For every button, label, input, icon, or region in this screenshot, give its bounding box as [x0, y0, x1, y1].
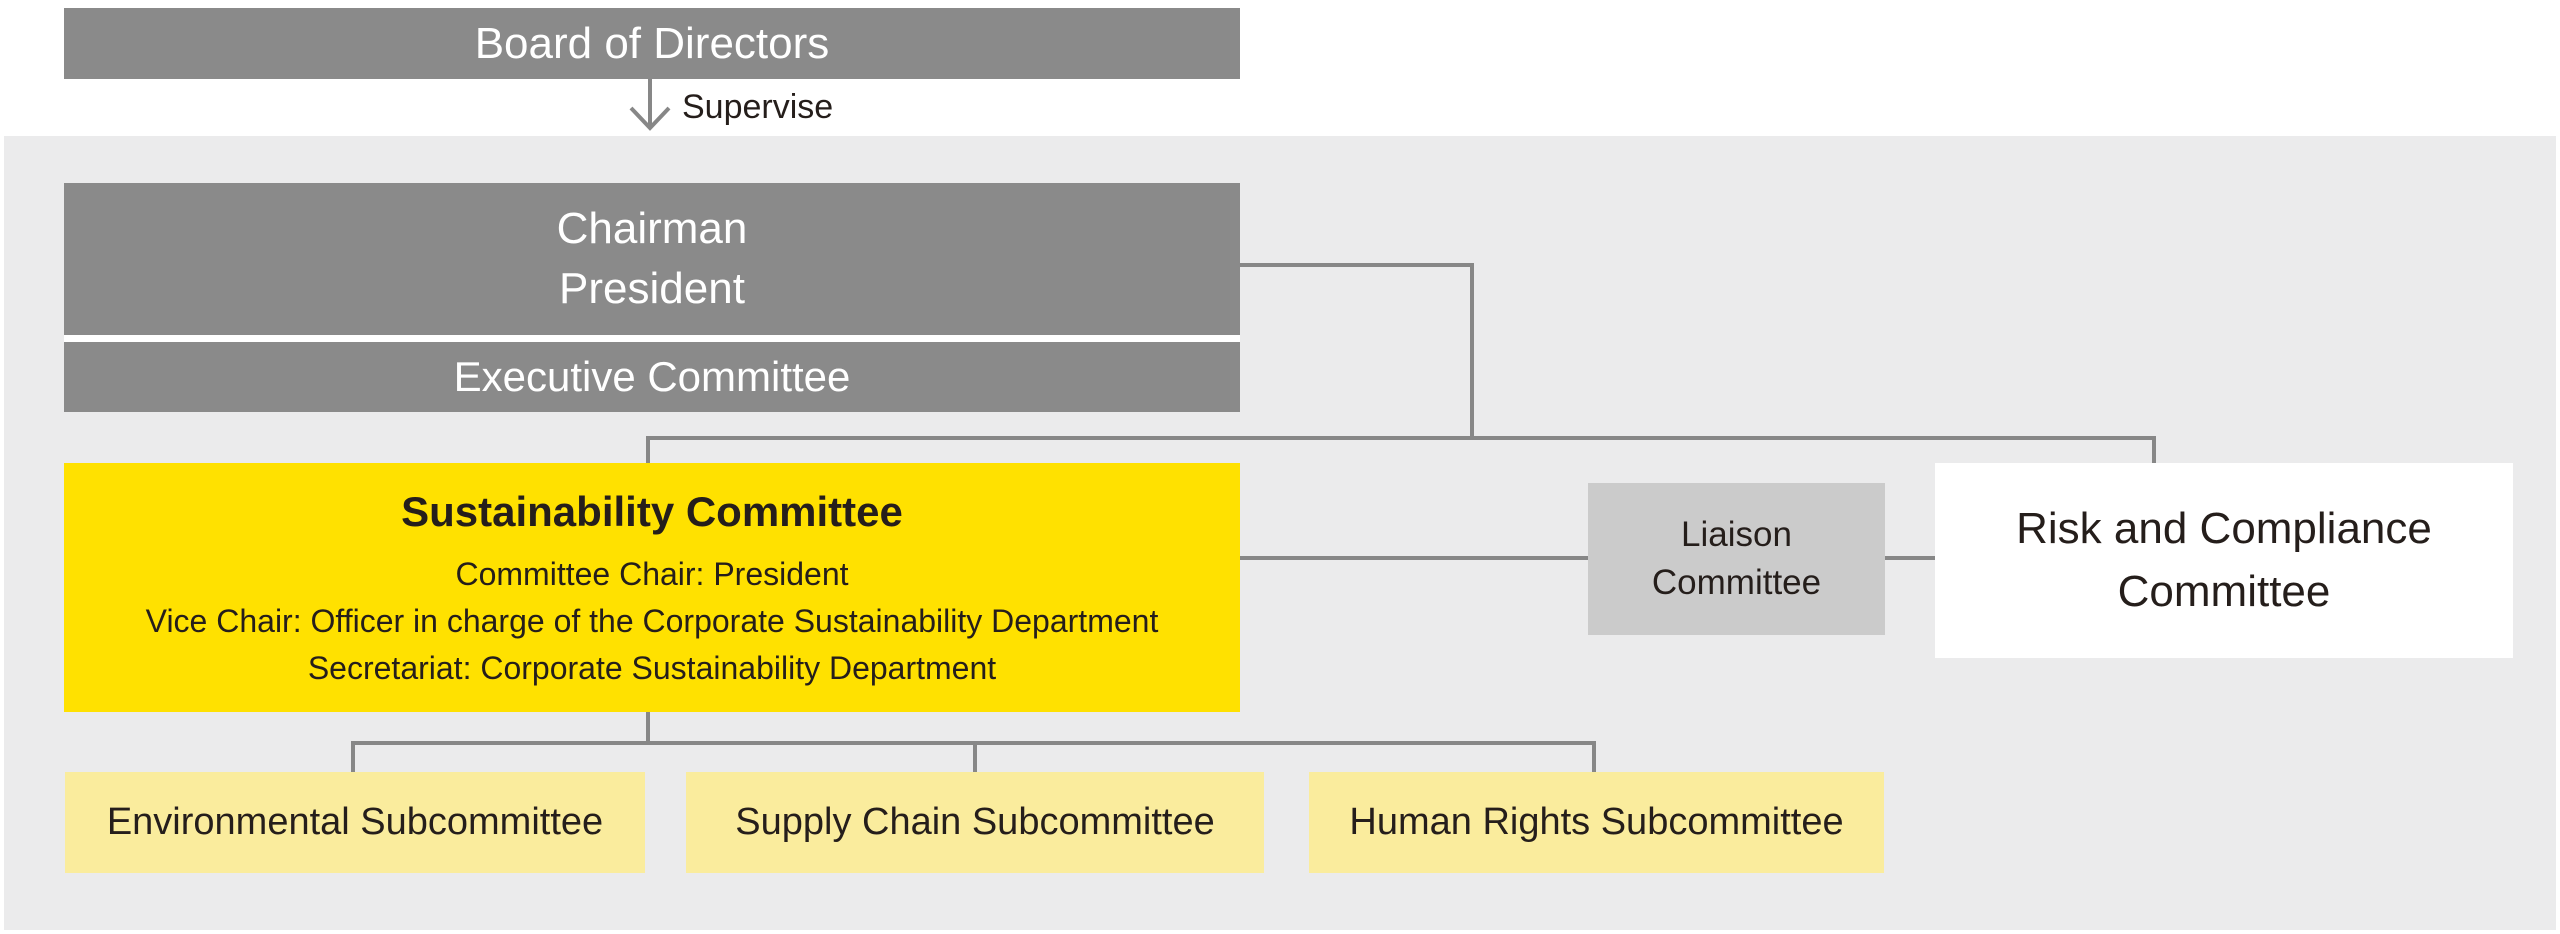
- supply-chain-label: Supply Chain Subcommittee: [735, 801, 1215, 843]
- node-sustainability-committee: Sustainability Committee Committee Chair…: [64, 463, 1240, 712]
- liaison-committee-line: Committee: [1651, 563, 1822, 602]
- node-supply-chain-subcommittee: Supply Chain Subcommittee: [686, 772, 1264, 873]
- node-liaison-committee: Liaison Committee: [1588, 483, 1885, 635]
- sustainability-title: Sustainability Committee: [401, 488, 903, 535]
- sustainability-secretariat-line: Secretariat: Corporate Sustainability De…: [307, 650, 997, 686]
- executive-label: Executive Committee: [453, 353, 851, 400]
- chairman-executive-divider: [64, 335, 1240, 342]
- risk-committee-line: Committee: [2117, 567, 2331, 616]
- node-executive-committee: Executive Committee: [64, 342, 1240, 412]
- supervise-arrowhead-icon: [629, 106, 671, 131]
- board-label: Board of Directors: [474, 19, 830, 68]
- risk-line: Risk and Compliance: [2016, 504, 2432, 553]
- sustainability-vice-chair-line: Vice Chair: Officer in charge of the Cor…: [145, 603, 1159, 639]
- liaison-line: Liaison: [1681, 515, 1792, 554]
- president-line: President: [559, 264, 745, 313]
- chairman-line: Chairman: [556, 204, 748, 253]
- node-environmental-subcommittee: Environmental Subcommittee: [65, 772, 645, 873]
- human-rights-label: Human Rights Subcommittee: [1349, 801, 1844, 843]
- node-risk-and-compliance-committee: Risk and Compliance Committee: [1935, 463, 2513, 658]
- node-chairman-president: Chairman President: [64, 183, 1240, 335]
- supervise-label: Supervise: [682, 88, 834, 126]
- node-human-rights-subcommittee: Human Rights Subcommittee: [1309, 772, 1884, 873]
- node-board-of-directors: Board of Directors: [64, 8, 1240, 79]
- environmental-label: Environmental Subcommittee: [106, 801, 604, 843]
- sustainability-chair-line: Committee Chair: President: [455, 556, 849, 592]
